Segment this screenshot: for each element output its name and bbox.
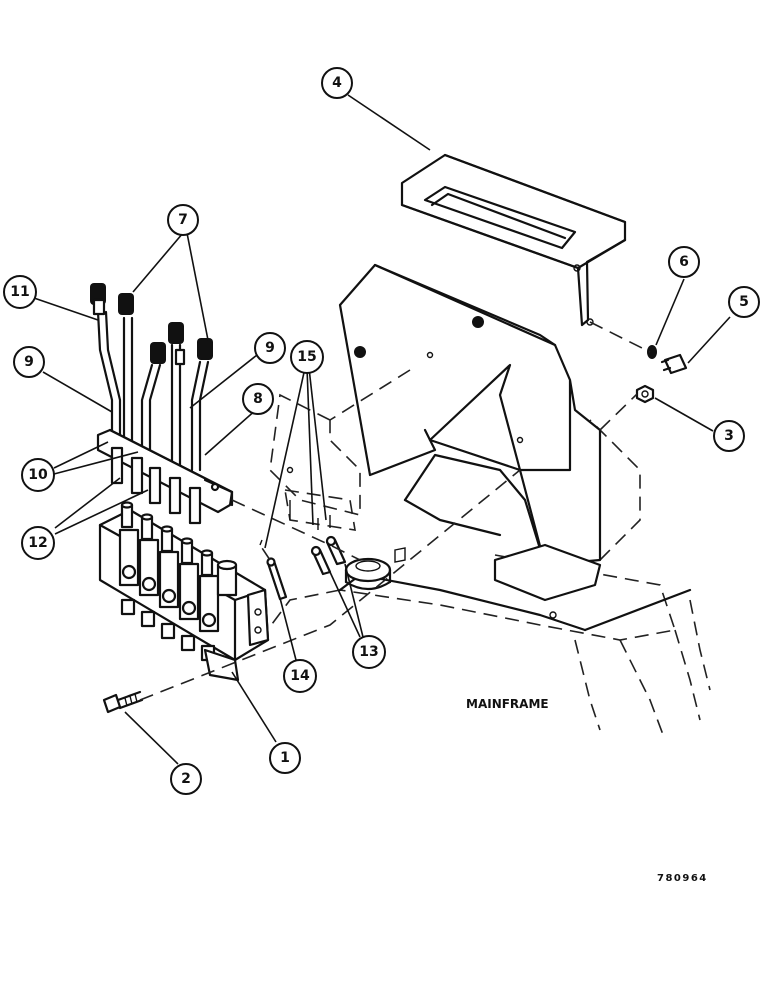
- callout-12: 12: [21, 526, 55, 560]
- callout-9-right: 9: [254, 332, 286, 364]
- control-valve: [98, 501, 270, 682]
- svg-text:1: 1: [280, 750, 290, 766]
- svg-text:9: 9: [24, 354, 34, 370]
- callout-15: 15: [290, 340, 324, 374]
- callout-6: 6: [668, 246, 700, 278]
- support-bracket: [286, 263, 692, 632]
- assembly-lines: [139, 321, 651, 701]
- callout-1: 1: [269, 742, 301, 774]
- lever-linkage: [96, 428, 234, 525]
- svg-text:7: 7: [178, 212, 188, 228]
- svg-text:13: 13: [359, 644, 378, 660]
- callout-3: 3: [713, 420, 745, 452]
- callout-10: 10: [21, 458, 55, 492]
- pivot-boss: [344, 547, 406, 591]
- callout-14: 14: [283, 659, 317, 693]
- drawing-number: 780964: [657, 873, 708, 884]
- svg-text:11: 11: [10, 284, 29, 300]
- svg-text:8: 8: [253, 391, 263, 407]
- hardware: [102, 345, 688, 714]
- valve-sections: [118, 528, 220, 662]
- spool-ends: [120, 501, 214, 577]
- callout-4: 4: [321, 67, 353, 99]
- callout-5: 5: [728, 286, 760, 318]
- svg-text:6: 6: [679, 254, 689, 270]
- callout-11: 11: [3, 275, 37, 309]
- svg-text:9: 9: [265, 340, 275, 356]
- callout-7: 7: [167, 204, 199, 236]
- control-levers: [90, 283, 213, 472]
- callout-2: 2: [170, 763, 202, 795]
- svg-text:12: 12: [28, 535, 47, 551]
- svg-text:3: 3: [724, 428, 734, 444]
- leader-lines: [33, 94, 731, 765]
- mainframe-outline: [259, 369, 711, 741]
- console-cover: [400, 153, 627, 327]
- svg-text:14: 14: [290, 668, 310, 684]
- callout-8: 8: [242, 383, 274, 415]
- svg-text:2: 2: [181, 771, 191, 787]
- svg-text:4: 4: [332, 75, 342, 91]
- mainframe-label: MAINFRAME: [466, 697, 549, 711]
- svg-text:5: 5: [739, 294, 749, 310]
- callout-9-left: 9: [13, 346, 45, 378]
- callout-13: 13: [352, 635, 386, 669]
- svg-text:10: 10: [28, 467, 48, 483]
- svg-text:15: 15: [297, 349, 316, 365]
